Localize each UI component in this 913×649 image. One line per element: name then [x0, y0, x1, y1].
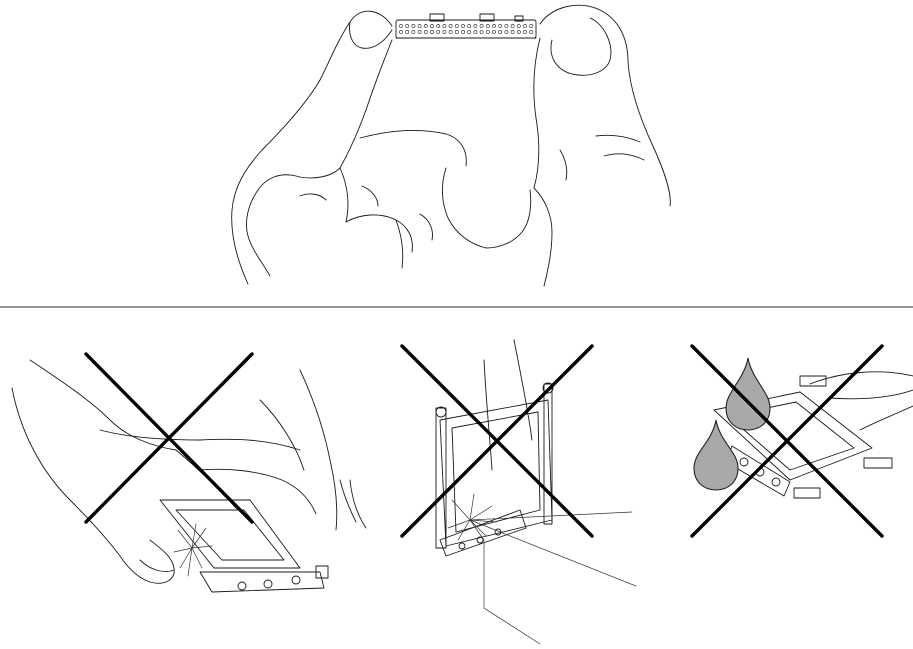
connector-pin [443, 24, 446, 27]
connector-pin [430, 30, 433, 33]
connector-pin [530, 30, 533, 33]
connector-pin [486, 24, 489, 27]
correct-handling-illustration [232, 5, 671, 286]
connector-pin [505, 30, 508, 33]
water-drop-icon [694, 420, 738, 490]
left-hand [232, 11, 486, 284]
right-hand [486, 5, 670, 286]
connector-pin [461, 30, 464, 33]
connector-pin [511, 24, 514, 27]
connector-pin [480, 24, 483, 27]
prohibited-cross-icon [402, 346, 592, 536]
connector-pin [449, 24, 452, 27]
connector-pin [486, 30, 489, 33]
connector-pins [399, 24, 532, 33]
connector-pin [412, 30, 415, 33]
static-spark-icon [174, 524, 212, 576]
connector-pin [492, 24, 495, 27]
connector-pin [511, 30, 514, 33]
connector-pin [499, 24, 502, 27]
connector-pin [424, 24, 427, 27]
connector-pin [424, 30, 427, 33]
connector-pin [412, 24, 415, 27]
connector-pin [406, 30, 409, 33]
connector-pin [399, 24, 402, 27]
connector-pin [449, 30, 452, 33]
connector-pin [406, 24, 409, 27]
connector-pin [517, 24, 520, 27]
connector-pin [437, 24, 440, 27]
connector-pin [523, 24, 526, 27]
connector-pin [480, 30, 483, 33]
panel-no-esd [402, 340, 636, 644]
connector-pin [399, 30, 402, 33]
connector-pin [474, 30, 477, 33]
connector-pin [437, 30, 440, 33]
connector-strip [396, 14, 536, 38]
connector-pin [461, 24, 464, 27]
connector-pin [530, 24, 533, 27]
connector-pin [517, 30, 520, 33]
panel-no-squeezing [12, 354, 366, 592]
connector-pin [455, 30, 458, 33]
connector-pin [499, 30, 502, 33]
prohibited-cross-icon [86, 354, 252, 522]
connector-pin [468, 24, 471, 27]
connector-pin [443, 30, 446, 33]
connector-pin [418, 30, 421, 33]
squeezing-hands [12, 360, 366, 583]
connector-pin [468, 30, 471, 33]
connector-pin [523, 30, 526, 33]
panel-no-liquids [692, 346, 913, 536]
card-module-upright [436, 340, 553, 556]
connector-pin [455, 24, 458, 27]
connector-pin [474, 24, 477, 27]
connector-pin [505, 24, 508, 27]
connector-pin [430, 24, 433, 27]
connector-pin [418, 24, 421, 27]
connector-pin [492, 30, 495, 33]
